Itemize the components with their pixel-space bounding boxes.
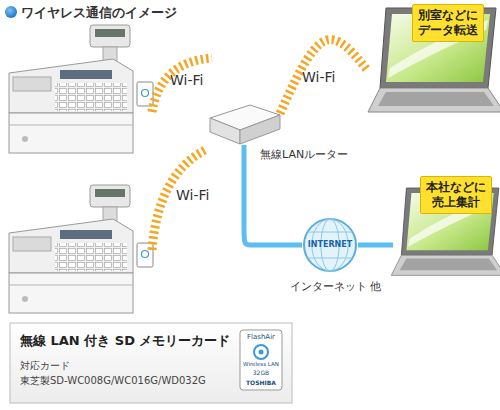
wifi-waves (152, 58, 212, 112)
title-bullet (5, 6, 17, 18)
diagram-node: 無線LANルーター (208, 100, 280, 145)
card-maker: TOSHIBA (240, 380, 282, 386)
internet-label: インターネット 他 (290, 279, 382, 294)
wifi-label: Wi-Fi (302, 69, 335, 85)
card-capacity: 32GB (240, 370, 282, 376)
globe-grid (308, 258, 353, 259)
sd-card-icon (137, 243, 153, 267)
diagram-node: 別室などに データ転送 (368, 4, 495, 116)
card-text: Wireless LAN (240, 362, 282, 368)
model-numbers: 東芝製SD-WC008G/WC016G/WD032G (20, 374, 206, 388)
cash-register (9, 185, 133, 313)
callout-label: 別室などに データ転送 (412, 4, 484, 42)
callout-label: 本社などに 売上集計 (420, 176, 492, 214)
sd-card-image (259, 350, 264, 355)
diagram-node: 本社などに 売上集計 (393, 176, 497, 304)
globe-grid (308, 232, 353, 233)
sd-card-icon (137, 82, 153, 106)
box-heading: 無線 LAN 付き SD メモリーカード (20, 332, 230, 350)
globe-label: INTERNET (302, 240, 358, 249)
router-label: 無線LANルーター (260, 147, 348, 162)
router-illustration (210, 118, 240, 144)
wifi-link (280, 40, 368, 114)
cash-register (9, 25, 133, 153)
wifi-label: Wi-Fi (170, 73, 203, 87)
card-brand: FlashAir (240, 334, 282, 341)
diagram-node: INTERNETインターネット 他 (302, 217, 358, 273)
sd-card-image (240, 330, 282, 390)
sd-card-image (254, 345, 268, 359)
wifi-label: Wi-Fi (176, 188, 209, 202)
diagram-title: ワイヤレス通信のイメージ (21, 4, 177, 22)
network-cable (358, 243, 393, 248)
info-box-background (10, 323, 292, 403)
router-illustration (240, 115, 280, 144)
box-note: 対応カード (20, 359, 70, 373)
